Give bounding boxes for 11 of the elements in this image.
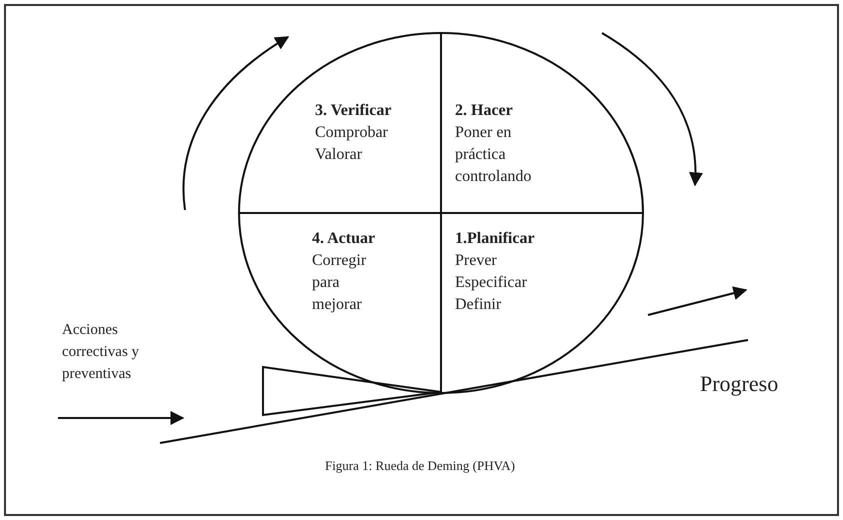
figure-caption: Figura 1: Rueda de Deming (PHVA): [324, 458, 516, 474]
note-text: Acciones correctivas y preventivas: [62, 321, 140, 384]
phase-title: 1.Planificar: [455, 229, 536, 249]
phase-description: Comprobar Valorar: [315, 123, 389, 165]
phase-title: 2. Hacer: [455, 101, 514, 121]
progress-label: Progreso: [700, 370, 780, 398]
phase-description: Corregir para mejorar: [312, 251, 368, 315]
phase-description: Poner en práctica controlando: [455, 123, 532, 187]
phase-title: 4. Actuar: [312, 229, 376, 249]
phase-title: 3. Verificar: [315, 101, 392, 121]
phase-description: Prever Especificar Definir: [455, 251, 528, 315]
